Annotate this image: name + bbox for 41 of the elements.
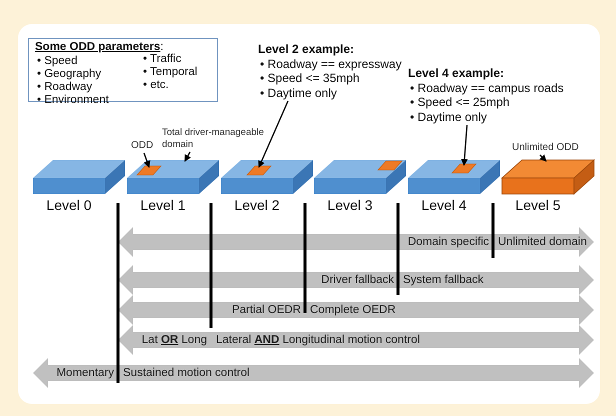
bullet-item: • Environment [37,94,109,107]
bullet-item: • etc. [143,79,170,92]
level-label: Level 3 [326,197,374,213]
bullet-item: • Geography [37,68,102,81]
bar-label: Driver fallback [321,273,394,288]
leader-line [460,124,468,166]
bullet-item: • Speed <= 35mph [260,71,361,86]
bullet-item: • Speed [37,55,78,68]
level-label: Level 4 [420,197,468,213]
bar-label: Momentary [56,366,114,381]
example-heading: Level 4 example: [408,66,506,80]
level-label: Level 5 [514,197,562,213]
leader-line [539,154,547,162]
callout-label: Unlimited ODD [512,142,584,154]
bar-label: Partial OEDR [232,303,301,318]
box-heading: Some ODD parameters: [35,41,164,54]
level-label: Level 0 [45,197,93,213]
example-heading: Level 2 example: [258,42,356,56]
callout-label: ODD [131,140,157,152]
bar-label: Sustained motion control [123,366,250,381]
level-label: Level 1 [139,197,187,213]
level-label: Level 2 [233,197,281,213]
bar-label: System fallback [403,273,484,288]
leader-line [184,152,191,162]
bar-label: Domain specific [408,235,489,250]
leader-line [258,100,289,168]
bullet-item: • Temporal [143,66,198,79]
leader-line [143,152,150,168]
bullet-item: • Roadway [37,81,94,94]
bar-label: Complete OEDR [310,303,396,318]
bullet-item: • Daytime only [410,110,488,124]
parameter-box [28,38,218,102]
bar-label: Unlimited domain [498,235,587,250]
bullet-item: • Speed <= 25mph [410,95,511,110]
bullet-item: • Traffic [143,53,182,66]
bullet-item: • Daytime only [260,86,338,100]
bullet-item: • Roadway == expressway [260,56,403,71]
callout-label: Total driver-manageable domain [162,127,266,151]
bullet-item: • Roadway == campus roads [410,80,565,95]
bar-label: Lateral AND Longitudinal motion control [216,333,420,348]
bar-label: Lat OR Long [142,333,207,348]
